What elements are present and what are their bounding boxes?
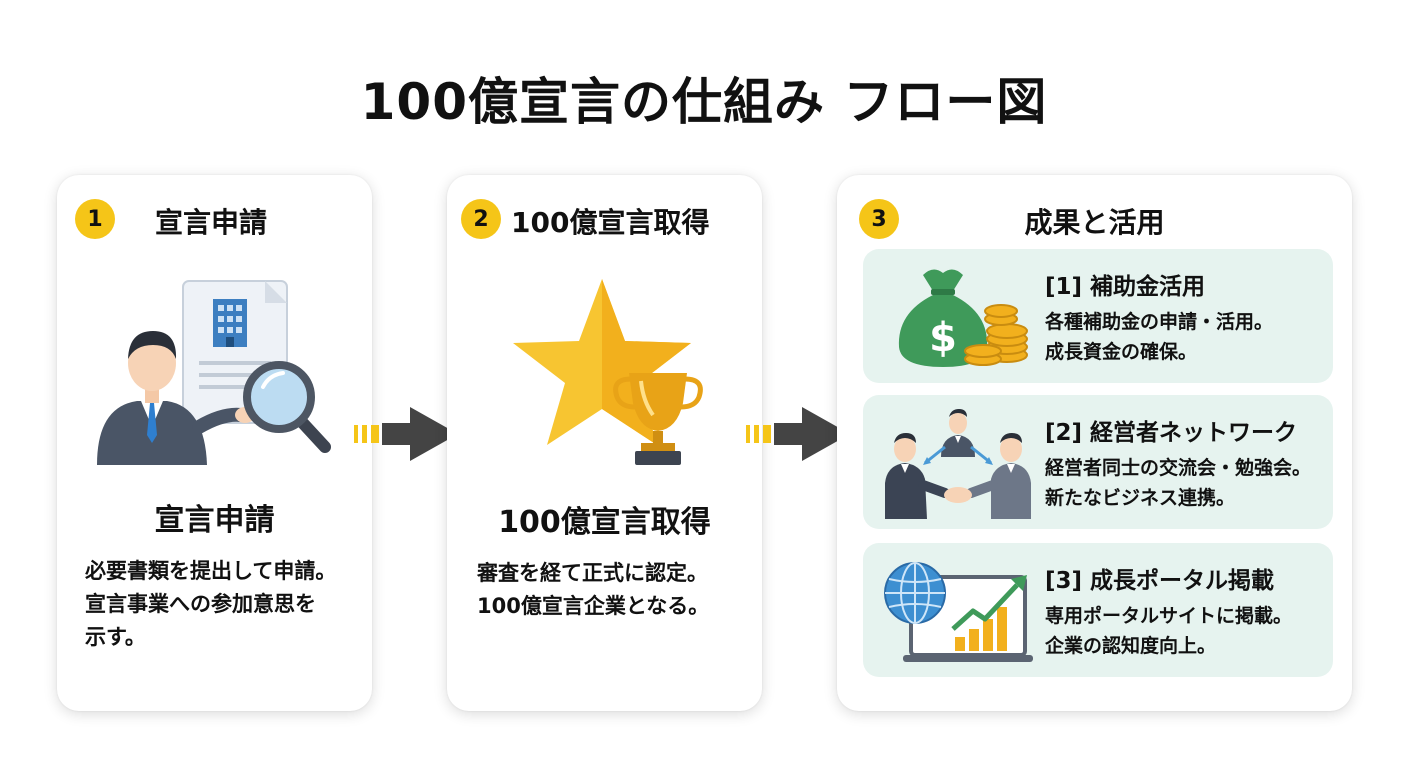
flow-arrow-icon	[746, 407, 850, 461]
step-card-1: 1 宣言申請 宣言申請 必要書類を提出して申請。 宣言事業への参加意思を 示す。	[57, 175, 372, 711]
step-description: 必要書類を提出して申請。 宣言事業への参加意思を 示す。	[85, 559, 337, 649]
benefit-description: 経営者同士の交流会・勉強会。 新たなビジネス連携。	[1045, 457, 1312, 509]
globe-growth-chart-icon	[884, 562, 1033, 662]
benefit-description: 各種補助金の申請・活用。 成長資金の確保。	[1045, 311, 1274, 363]
benefit-title: [2] 経営者ネットワーク	[1045, 420, 1298, 446]
step-card-3: 3 成果と活用 $ [1] 補助金活用 各種補助金の申請・活用。 成長資金の確保…	[837, 175, 1352, 711]
step-header: 100億宣言取得	[511, 206, 710, 239]
svg-text:$: $	[929, 315, 957, 361]
step-number-badge: 3	[859, 199, 899, 239]
benefit-panel-subsidy: $ [1] 補助金活用 各種補助金の申請・活用。 成長資金の確保。	[863, 249, 1333, 383]
applicant-document-magnifier-icon	[97, 280, 331, 465]
star-trophy-icon	[513, 279, 703, 465]
flow-arrow-icon	[354, 407, 458, 461]
benefit-description: 専用ポータルサイトに掲載。 企業の認知度向上。	[1045, 605, 1293, 657]
step-title: 100億宣言取得	[498, 505, 711, 540]
handshake-network-icon	[885, 409, 1031, 519]
step-title: 宣言申請	[154, 503, 275, 538]
benefit-panel-network: [2] 経営者ネットワーク 経営者同士の交流会・勉強会。 新たなビジネス連携。	[863, 395, 1333, 529]
step-number-badge: 1	[75, 199, 115, 239]
step-card-2: 2 100億宣言取得 100億宣言取得 審査を経て正式に認定。 100億宣言企業…	[447, 175, 762, 711]
benefit-panel-portal: [3] 成長ポータル掲載 専用ポータルサイトに掲載。 企業の認知度向上。	[863, 543, 1333, 677]
benefit-title: [1] 補助金活用	[1045, 274, 1206, 300]
step-description: 審査を経て正式に認定。 100億宣言企業となる。	[477, 561, 710, 618]
page-title: 100億宣言の仕組み フロー図	[360, 73, 1048, 131]
benefit-title: [3] 成長ポータル掲載	[1045, 568, 1275, 594]
step-number-badge: 2	[461, 199, 501, 239]
step-header: 成果と活用	[1024, 206, 1165, 239]
step-header: 宣言申請	[155, 206, 268, 239]
money-bag-coins-icon: $	[898, 269, 1028, 367]
